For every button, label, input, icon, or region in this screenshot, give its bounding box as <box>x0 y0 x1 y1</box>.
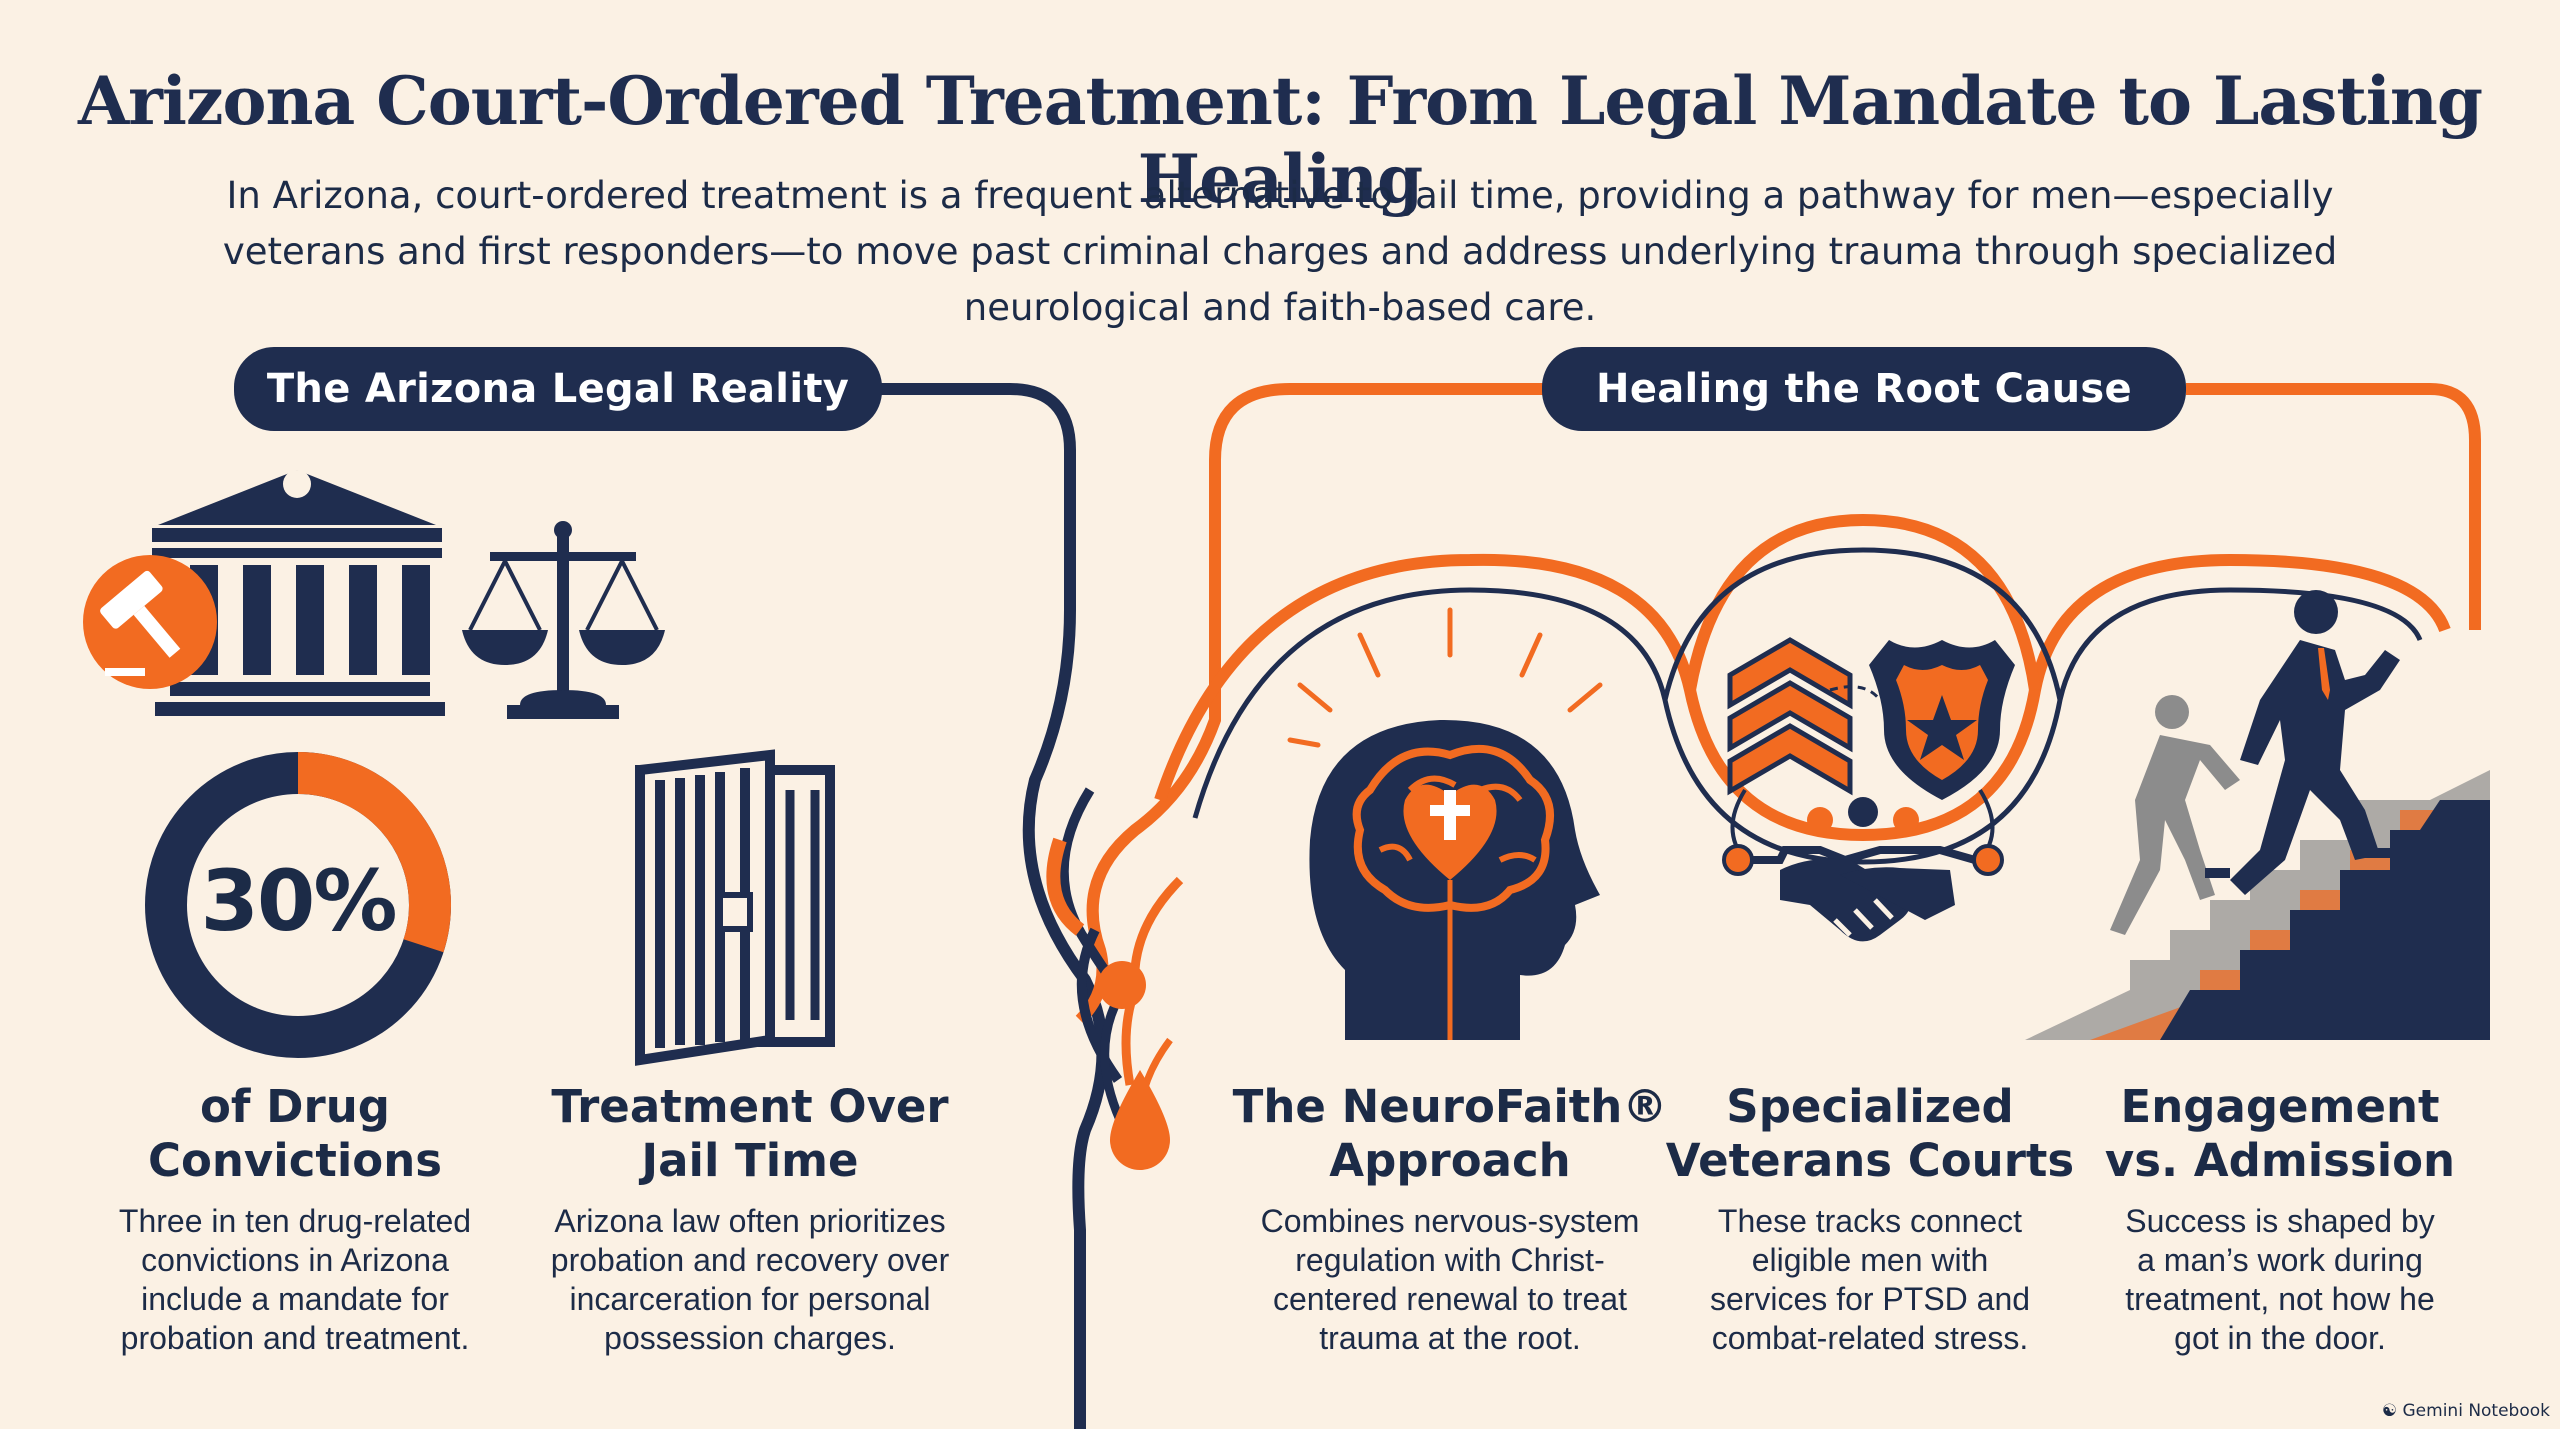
police-badge-icon <box>1829 640 2015 800</box>
item-heading: Treatment Over Jail Time <box>551 1080 949 1187</box>
scales-icon <box>462 521 665 719</box>
section-label-legal-reality: The Arizona Legal Reality <box>234 347 882 431</box>
climbing-man-icon <box>2025 590 2490 1040</box>
donut-fill <box>297 752 451 953</box>
flow-lines <box>870 383 2481 1429</box>
handshake-icon <box>1722 788 2004 942</box>
item-heading: of Drug Convictions <box>147 1080 443 1187</box>
item-neurofaith: The NeuroFaith® Approach Combines nervou… <box>1230 1080 1670 1358</box>
item-treatment-over-jail: Treatment Over Jail Time Arizona law oft… <box>520 1080 980 1358</box>
item-heading: The NeuroFaith® Approach <box>1232 1080 1668 1187</box>
stat-value: 30% <box>200 852 397 950</box>
item-description: These tracks connect eligible men with s… <box>1709 1203 2031 1356</box>
stat-donut <box>145 752 451 1058</box>
gavel-icon <box>83 555 217 689</box>
brain-heart-cross-icon <box>1287 607 1603 1040</box>
page-title: Arizona Court-Ordered Treatment: From Le… <box>77 62 2483 218</box>
item-description: Arizona law often prioritizes probation … <box>550 1203 950 1356</box>
item-drug-convictions: of Drug Convictions Three in ten drug-re… <box>60 1080 530 1358</box>
item-heading: Engagement vs. Admission <box>2104 1080 2456 1187</box>
chevron-rank-icon <box>1727 637 1853 796</box>
notebook-icon: ☯ <box>2381 1401 2398 1421</box>
jail-door-icon <box>635 749 835 1066</box>
page-subtitle: In Arizona, court-ordered treatment is a… <box>222 174 2338 329</box>
section-label-healing: Healing the Root Cause <box>1542 347 2186 431</box>
footer-credit: ☯ Gemini Notebook <box>2381 1401 2550 1421</box>
item-engagement: Engagement vs. Admission Success is shap… <box>2080 1080 2480 1358</box>
item-veterans-courts: Specialized Veterans Courts These tracks… <box>1660 1080 2080 1358</box>
item-description: Combines nervous-system regulation with … <box>1260 1203 1640 1356</box>
item-description: Success is shaped by a man’s work during… <box>2125 1203 2435 1356</box>
item-heading: Specialized Veterans Courts <box>1665 1080 2075 1187</box>
item-description: Three in ten drug-related convictions in… <box>118 1203 472 1356</box>
